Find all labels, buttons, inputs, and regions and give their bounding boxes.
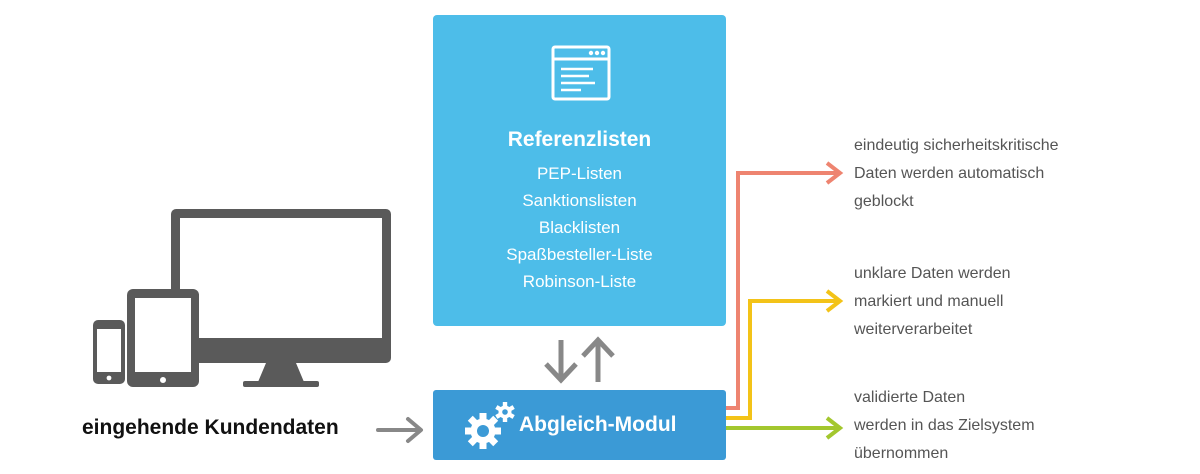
- outcome-line: geblockt: [854, 193, 914, 210]
- reference-list-item: Blacklisten: [538, 218, 621, 237]
- outcome-line: Daten werden automatisch: [854, 165, 1045, 182]
- matching-module-box: Abgleich-Modul: [433, 390, 726, 460]
- incoming-data-label: eingehende Kundendaten: [82, 416, 339, 439]
- outcome-validated-text: validierte Daten werden in das Zielsyste…: [854, 384, 1035, 468]
- browser-window-icon: [551, 45, 611, 101]
- outcome-flagged-text: unklare Daten werden markiert und manuel…: [854, 260, 1011, 344]
- reference-list-item: PEP-Listen: [536, 164, 623, 183]
- incoming-arrow: [376, 417, 423, 443]
- devices-icon: [93, 209, 391, 387]
- reference-list-item: Spaßbesteller-Liste: [506, 245, 653, 264]
- reference-lists: PEP-Listen Sanktionslisten Blacklisten S…: [433, 160, 726, 295]
- flag-connector: [726, 289, 844, 420]
- outcome-blocked-text: eindeutig sicherheitskritische Daten wer…: [854, 132, 1059, 216]
- exchange-arrows: [544, 336, 615, 384]
- block-connector: [726, 161, 844, 410]
- outcome-line: markiert und manuell: [854, 293, 1004, 310]
- monitor-icon: [171, 209, 391, 387]
- outcome-line: eindeutig sicherheitskritische: [854, 137, 1059, 154]
- reference-lists-box: Referenzlisten PEP-Listen Sanktionsliste…: [433, 15, 726, 326]
- reference-lists-title: Referenzlisten: [507, 128, 652, 151]
- outcome-line: unklare Daten werden: [854, 265, 1011, 282]
- outcome-line: übernommen: [854, 445, 949, 462]
- matching-module-label: Abgleich-Modul: [519, 413, 677, 436]
- outcome-line: werden in das Zielsystem: [854, 417, 1035, 434]
- gears-icon: [465, 402, 515, 449]
- pass-connector: [726, 416, 844, 440]
- reference-list-item: Robinson-Liste: [522, 272, 637, 291]
- outcome-line: weiterverarbeitet: [854, 321, 973, 338]
- phone-icon: [93, 320, 125, 384]
- tablet-icon: [127, 289, 199, 387]
- reference-list-item: Sanktionslisten: [522, 191, 637, 210]
- outcome-line: validierte Daten: [854, 389, 966, 406]
